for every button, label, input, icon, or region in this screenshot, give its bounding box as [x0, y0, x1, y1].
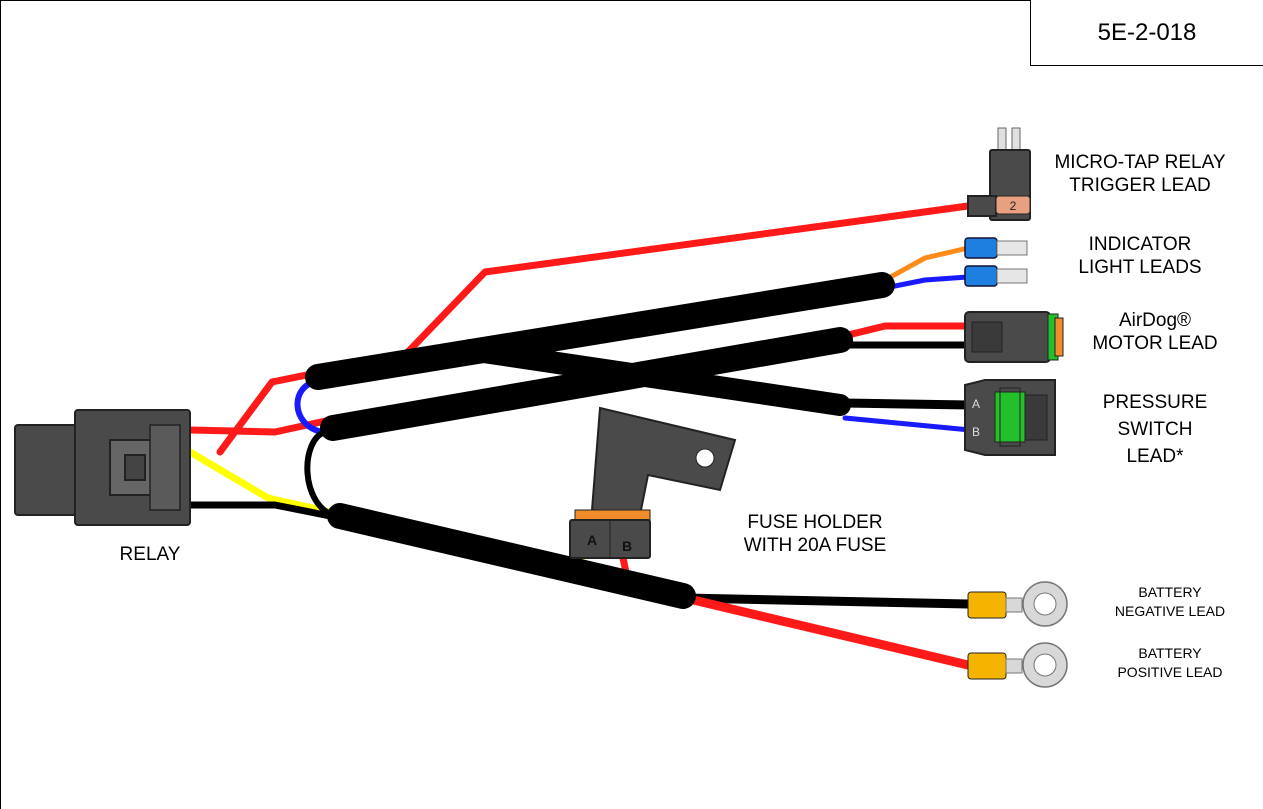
label-pressure: PRESSURE SWITCH LEAD* [1085, 390, 1225, 471]
label-pressure-line2: SWITCH [1117, 418, 1193, 440]
label-battery-positive-line2: POSITIVE LEAD [1117, 663, 1223, 680]
label-battery-negative: BATTERY NEGATIVE LEAD [1085, 583, 1255, 621]
label-battery-positive-line1: BATTERY [1138, 645, 1202, 661]
micro-tap-connector: 2 [967, 127, 1031, 221]
switch-letter-a: A [972, 397, 980, 411]
label-micro-tap: MICRO-TAP RELAY TRIGGER LEAD [1040, 152, 1240, 198]
battery-negative-terminal [967, 581, 1068, 627]
label-fuse-line1: FUSE HOLDER [747, 512, 883, 533]
frame-left-border [0, 0, 1, 809]
wire-red-relay [186, 416, 334, 436]
label-micro-tap-line2: TRIGGER LEAD [1069, 174, 1211, 196]
part-number-box: 5E-2-018 [1030, 0, 1263, 66]
label-pressure-line3: LEAD* [1126, 445, 1184, 467]
sheath-pressure [459, 339, 851, 416]
label-pressure-line1: PRESSURE [1102, 392, 1208, 413]
wire-blue-pressure [842, 415, 973, 433]
wire-black-loop [304, 429, 338, 519]
wire-black-relay [186, 501, 334, 520]
label-indicator: INDICATOR LIGHT LEADS [1060, 234, 1220, 280]
label-relay: RELAY [75, 544, 225, 567]
wire-black-battery-neg [680, 593, 973, 609]
label-battery-negative-line2: NEGATIVE LEAD [1114, 602, 1226, 619]
fuse-letter-a: A [587, 532, 597, 548]
switch-letter-b: B [972, 425, 980, 439]
label-relay-line: RELAY [119, 544, 181, 565]
sheath-middle [320, 327, 853, 441]
sheath-lower [327, 503, 696, 609]
sheath-upper [305, 272, 895, 390]
wire-blue-indicator [882, 274, 971, 291]
label-battery-negative-line1: BATTERY [1138, 584, 1202, 600]
pressure-switch-connector: A B [964, 379, 1056, 456]
wire-red-motor [836, 322, 972, 341]
label-micro-tap-line1: MICRO-TAP RELAY [1054, 152, 1226, 173]
battery-positive-terminal [967, 642, 1068, 688]
wire-yellow-relay [186, 448, 334, 516]
label-indicator-line1: INDICATOR [1088, 234, 1192, 255]
label-fuse: FUSE HOLDER WITH 20A FUSE [715, 512, 915, 558]
wire-red-battery-pos [680, 593, 973, 670]
label-motor: AirDog® MOTOR LEAD [1070, 310, 1240, 356]
frame-top-border [0, 0, 1263, 1]
label-motor-line1: AirDog® [1118, 310, 1192, 331]
label-battery-positive: BATTERY POSITIVE LEAD [1085, 644, 1255, 682]
fuse-holder: A B [569, 406, 737, 559]
wire-orange-indicator [882, 245, 971, 283]
motor-connector [964, 311, 1064, 363]
label-indicator-line2: LIGHT LEADS [1078, 256, 1202, 278]
part-number: 5E-2-018 [1097, 18, 1197, 46]
label-fuse-line2: WITH 20A FUSE [743, 534, 887, 556]
fuse-letter-b: B [622, 538, 632, 554]
micro-tap-slot-label: 2 [1010, 199, 1017, 213]
relay-connector [14, 409, 191, 526]
indicator-terminals [964, 237, 1028, 287]
label-motor-line2: MOTOR LEAD [1092, 332, 1218, 354]
